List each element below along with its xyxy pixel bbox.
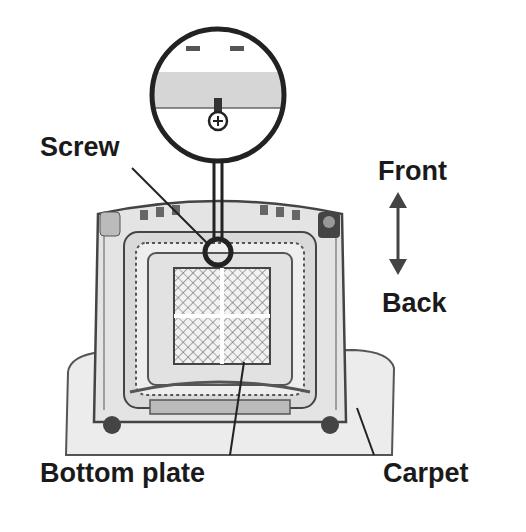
washer-body: [94, 201, 346, 434]
direction-arrow: [389, 192, 407, 275]
direction-label: Back: [382, 290, 447, 317]
zoom-stem: [214, 162, 222, 240]
screw-marker: [205, 239, 231, 265]
leader-line: [132, 168, 208, 244]
leader-line: [357, 408, 374, 455]
leader-line: [230, 362, 244, 455]
part-label: Bottom plate: [40, 460, 205, 487]
magnifier: [140, 29, 300, 161]
part-label: Screw: [40, 134, 120, 161]
part-label: Carpet: [383, 460, 469, 487]
direction-label: Front: [378, 158, 447, 185]
